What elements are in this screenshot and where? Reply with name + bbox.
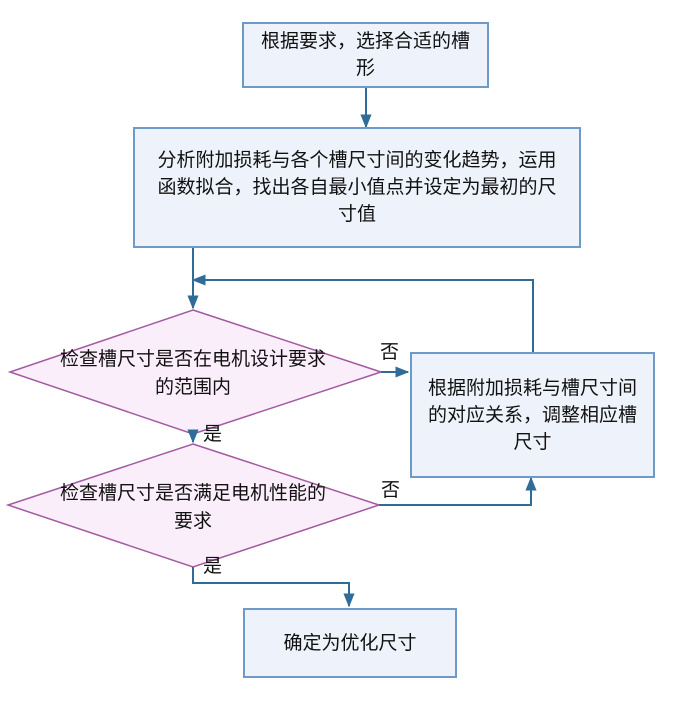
node-adjust-text: 根据附加损耗与槽尺寸间的对应关系，调整相应槽尺寸: [427, 376, 637, 453]
decision-performance-text: 检查槽尺寸是否满足电机性能的要求: [59, 482, 326, 532]
node-adjust: 根据附加损耗与槽尺寸间的对应关系，调整相应槽尺寸: [410, 352, 655, 478]
decision-range-label: 检查槽尺寸是否在电机设计要求的范围内: [58, 344, 328, 402]
edge-label-range-no: 否: [380, 341, 400, 363]
arrow-adjust-loopback: [191, 274, 534, 352]
decision-range-text: 检查槽尺寸是否在电机设计要求的范围内: [59, 348, 326, 398]
edge-label-performance-no: 否: [381, 479, 401, 501]
node-final-text: 确定为优化尺寸: [283, 631, 417, 654]
arrow-performance-yes-to-final: [192, 567, 355, 608]
arrow-performance-no-to-adjust: [379, 476, 537, 506]
node-select-slot-text: 根据要求，选择合适的槽形: [260, 30, 470, 79]
decision-performance-label: 检查槽尺寸是否满足电机性能的要求: [58, 478, 328, 536]
node-analyze-text: 分析附加损耗与各个槽尺寸间的变化趋势，运用函数拟合，找出各自最小值点并设定为最初…: [157, 149, 557, 225]
node-select-slot: 根据要求，选择合适的槽形: [242, 22, 489, 88]
node-analyze: 分析附加损耗与各个槽尺寸间的变化趋势，运用函数拟合，找出各自最小值点并设定为最初…: [133, 127, 581, 248]
edge-label-range-yes: 是: [203, 423, 223, 445]
node-final: 确定为优化尺寸: [243, 608, 457, 678]
edge-label-performance-yes: 是: [203, 555, 223, 577]
